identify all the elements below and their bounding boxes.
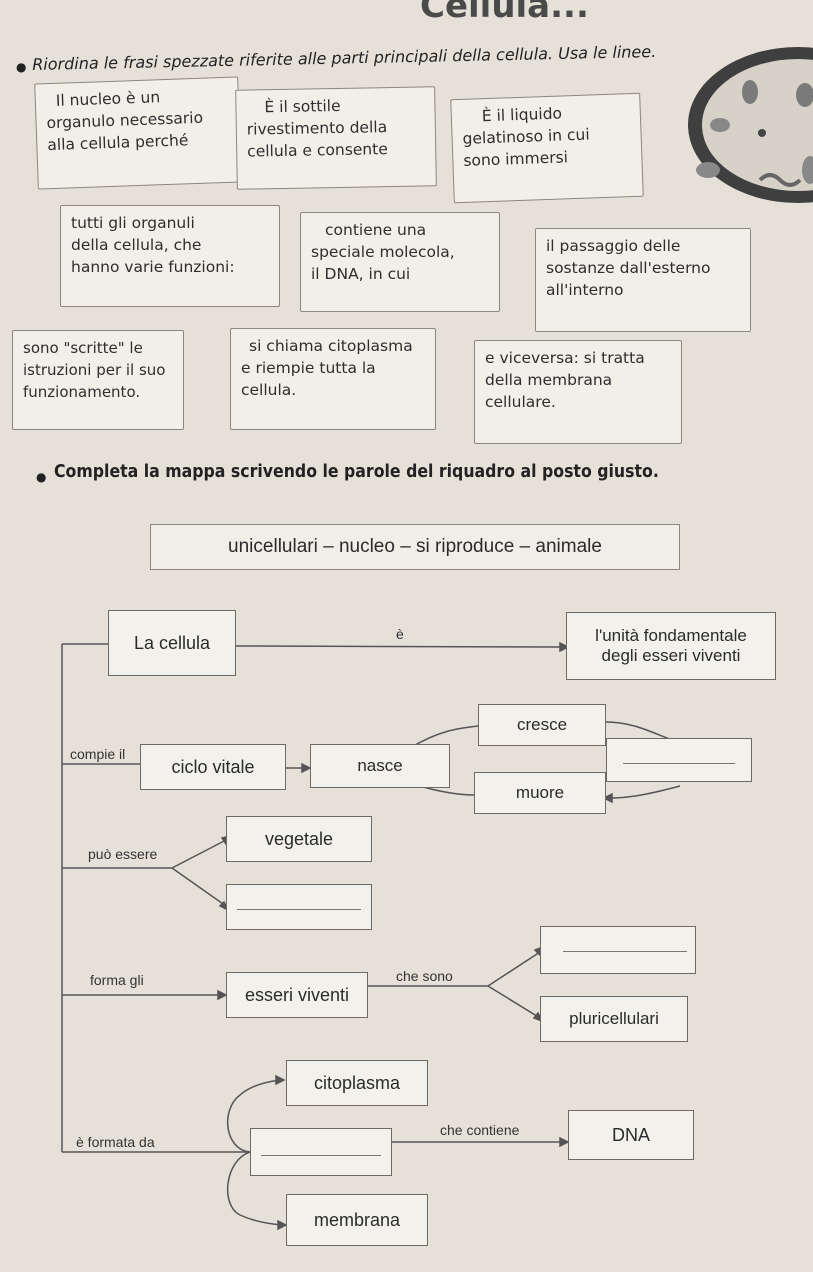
fragment-line: il passaggio delle	[546, 237, 681, 255]
fragment-line: il DNA, in cui	[311, 265, 411, 283]
cell-illustration	[688, 47, 813, 203]
fragment-line: e viceversa: si tratta	[485, 349, 645, 367]
fragment-line: e riempie tutta la	[241, 359, 376, 377]
map-node-cellula: La cellula	[108, 610, 236, 676]
fragment-line: sostanze dall'esterno	[546, 259, 711, 277]
map-node-unita-line: l'unità fondamentale	[595, 626, 747, 645]
map-node-ciclo-vitale: ciclo vitale	[140, 744, 286, 790]
map-node-cresce: cresce	[478, 704, 606, 746]
map-node-esseri-viventi: esseri viventi	[226, 972, 368, 1018]
map-node-muore: muore	[474, 772, 606, 814]
page-header-title: Cellula...	[420, 0, 589, 26]
map-node-unita: l'unità fondamentale degli esseri vivent…	[566, 612, 776, 680]
bullet-icon: ●	[16, 60, 27, 74]
fragment-line: contiene una	[325, 221, 427, 239]
fragment-line: funzionamento.	[23, 383, 141, 401]
map-node-blank-animale[interactable]	[226, 884, 372, 930]
map-label-compie-il: compie il	[70, 746, 126, 762]
answer-blank-line[interactable]	[261, 1155, 381, 1156]
word-bank: unicellulari – nucleo – si riproduce – a…	[150, 524, 680, 570]
map-node-membrana: membrana	[286, 1194, 428, 1246]
map-node-blank-nucleo[interactable]	[250, 1128, 392, 1176]
exercise2-instruction: Completa la mappa scrivendo le parole de…	[54, 462, 659, 482]
fragment-line: istruzioni per il suo	[23, 361, 166, 379]
fragment-box[interactable]: sono "scritte" le istruzioni per il suo …	[12, 330, 184, 430]
fragment-line: si chiama citoplasma	[249, 337, 413, 355]
map-label-che-sono: che sono	[396, 968, 453, 984]
map-node-blank-riproduce[interactable]	[606, 738, 752, 782]
map-node-pluricellulari: pluricellulari	[540, 996, 688, 1042]
fragment-line: cellula.	[241, 381, 297, 399]
answer-blank-line[interactable]	[623, 763, 735, 764]
fragment-box[interactable]: contiene una speciale molecola, il DNA, …	[300, 212, 500, 312]
map-node-citoplasma: citoplasma	[286, 1060, 428, 1106]
fragment-line: sono "scritte" le	[23, 339, 143, 357]
map-node-vegetale: vegetale	[226, 816, 372, 862]
fragment-line: hanno varie funzioni:	[71, 258, 235, 276]
fragment-line: all'interno	[546, 281, 624, 299]
fragment-line: della cellula, che	[71, 236, 202, 254]
fragment-box[interactable]: il passaggio delle sostanze dall'esterno…	[535, 228, 751, 332]
answer-blank-line[interactable]	[563, 951, 687, 952]
map-label-puo-essere: può essere	[88, 846, 158, 862]
fragment-line: tutti gli organuli	[71, 214, 195, 232]
fragment-line: della membrana	[485, 371, 613, 389]
answer-blank-line[interactable]	[237, 909, 361, 910]
fragment-box[interactable]: e viceversa: si tratta della membrana ce…	[474, 340, 682, 444]
fragment-line: speciale molecola,	[311, 243, 455, 261]
fragment-box[interactable]: tutti gli organuli della cellula, che ha…	[60, 205, 280, 307]
map-label-e-formata-da: è formata da	[76, 1134, 155, 1150]
bullet-icon: ●	[36, 470, 47, 484]
fragment-box[interactable]: si chiama citoplasma e riempie tutta la …	[230, 328, 436, 430]
map-node-blank-unicellulari[interactable]	[540, 926, 696, 974]
map-node-unita-line: degli esseri viventi	[601, 646, 741, 665]
map-label-forma-gli: forma gli	[90, 972, 144, 988]
fragment-line: cellulare.	[485, 393, 556, 411]
map-label-che-contiene: che contiene	[440, 1122, 520, 1138]
map-node-dna: DNA	[568, 1110, 694, 1160]
map-label-e: è	[396, 626, 404, 642]
map-node-nasce: nasce	[310, 744, 450, 788]
